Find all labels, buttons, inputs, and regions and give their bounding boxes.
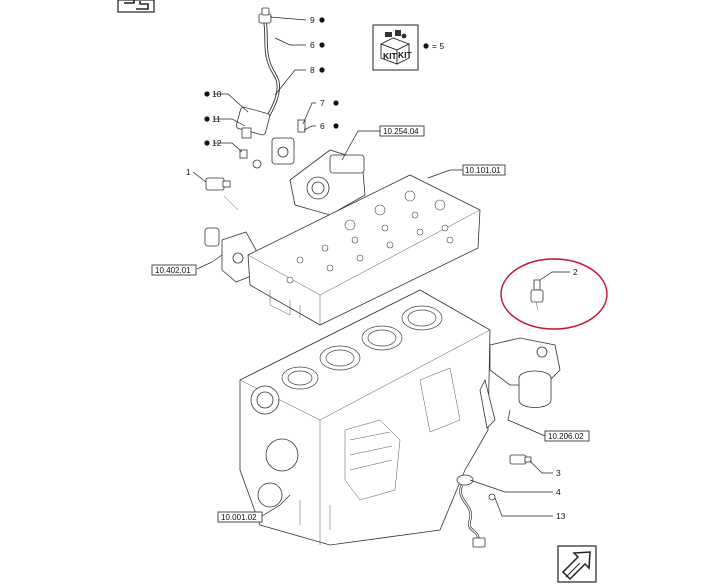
ref-label: 10.254.04	[383, 127, 419, 136]
sensor-4	[456, 474, 496, 548]
kit-icon: KIT KIT	[372, 24, 419, 71]
callout-11: 11	[212, 114, 221, 124]
callout-12: 12	[212, 138, 222, 148]
ref-box-10-402-01[interactable]: 10.402.01	[151, 264, 197, 276]
ref-box-10-101-01[interactable]: 10.101.01	[462, 164, 506, 176]
ref-label: 10.001.02	[221, 513, 257, 522]
engine-block	[239, 289, 491, 546]
next-page-icon[interactable]	[557, 545, 597, 583]
fuel-pipe	[258, 7, 280, 130]
callout-dots	[204, 17, 339, 146]
callout-7: 7	[320, 98, 325, 108]
kit-legend-dot	[423, 43, 429, 49]
ref-label: 10.101.01	[465, 166, 501, 175]
ref-box-10-001-02[interactable]: 10.001.02	[217, 511, 263, 523]
cylinder-head	[247, 174, 481, 326]
sensor-2	[530, 279, 544, 311]
callout-8: 8	[310, 65, 315, 75]
sensor-1	[205, 177, 239, 211]
fitting-group	[235, 106, 306, 169]
sensor-3	[509, 454, 532, 465]
leader-lines	[192, 16, 570, 517]
kit-label-bottom: KIT	[398, 50, 413, 60]
callout-1: 1	[186, 167, 191, 177]
callout-13: 13	[556, 511, 566, 521]
kit-legend: = 5	[432, 41, 444, 51]
callout-3: 3	[556, 468, 561, 478]
ref-label: 10.402.01	[155, 266, 191, 275]
callout-9: 9	[310, 15, 315, 25]
oil-filter-assembly	[479, 337, 561, 429]
previous-page-icon[interactable]	[117, 0, 155, 13]
side-assembly	[204, 227, 257, 283]
callout-6-lower: 6	[320, 121, 325, 131]
callout-10: 10	[212, 89, 222, 99]
ref-label: 10.206.02	[548, 432, 584, 441]
callout-2: 2	[573, 267, 578, 277]
highlight-circle	[500, 258, 608, 330]
kit-label-top: KIT	[383, 51, 398, 61]
intake-flange	[289, 149, 366, 216]
callout-4: 4	[556, 487, 561, 497]
ref-box-10-254-04[interactable]: 10.254.04	[379, 125, 425, 137]
callout-6-upper: 6	[310, 40, 315, 50]
ref-box-10-206-02[interactable]: 10.206.02	[544, 430, 590, 442]
